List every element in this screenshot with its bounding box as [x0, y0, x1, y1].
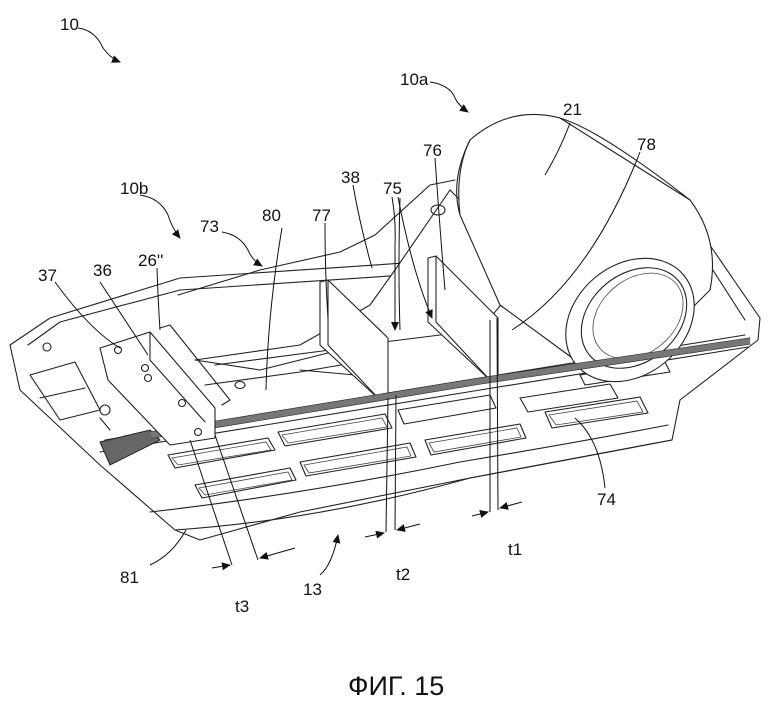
label-78: 78	[637, 135, 656, 154]
figure-caption: ФИГ. 15	[348, 671, 444, 701]
label-10b: 10b	[120, 179, 148, 198]
label-26: 26''	[138, 251, 163, 270]
label-37: 37	[38, 266, 57, 285]
label-73: 73	[200, 217, 219, 236]
label-t3: t3	[235, 597, 249, 616]
label-10: 10	[60, 15, 79, 34]
label-36: 36	[93, 261, 112, 280]
label-t1: t1	[508, 540, 522, 559]
label-38: 38	[341, 168, 360, 187]
label-t2: t2	[396, 565, 410, 584]
label-74: 74	[597, 490, 616, 509]
label-76: 76	[423, 141, 442, 160]
label-13: 13	[303, 580, 322, 599]
label-10a: 10a	[400, 70, 429, 89]
label-80: 80	[262, 206, 281, 225]
label-21: 21	[563, 100, 582, 119]
label-75: 75	[383, 179, 402, 198]
label-77: 77	[312, 206, 331, 225]
label-81: 81	[120, 568, 139, 587]
